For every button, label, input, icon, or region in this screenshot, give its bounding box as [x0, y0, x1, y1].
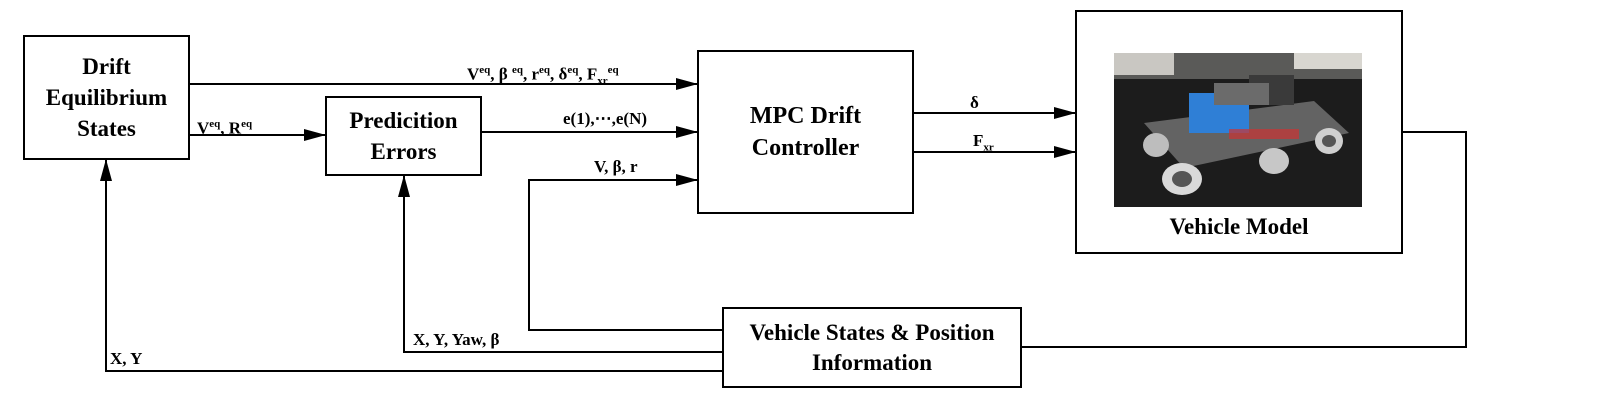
- line-vehicle-to-states: [1022, 131, 1467, 348]
- vehicle-photo: [1114, 53, 1362, 207]
- drift-block-line-3: States: [77, 116, 136, 141]
- vehicle-model-block: Vehicle Model: [1075, 10, 1403, 254]
- drift-equilibrium-states-block: Drift Equilibrium States: [23, 35, 190, 160]
- prediction-errors-block: Predicition Errors: [325, 96, 482, 176]
- drift-block-line-1: Drift: [82, 54, 131, 79]
- arrow-xy: [100, 159, 722, 372]
- label-force: Fxr: [973, 131, 994, 154]
- label-errors: e(1),⋯,e(N): [563, 109, 648, 128]
- drift-block-line-2: Equilibrium: [45, 85, 168, 110]
- label-xy: X, Y: [110, 349, 143, 368]
- mpc-block-line-1: MPC Drift: [749, 103, 862, 129]
- mpc-drift-controller-block: MPC Drift Controller: [697, 50, 914, 214]
- mpc-block-line-2: Controller: [751, 135, 860, 161]
- label-eq-states: Veq, β eq, req, δeq, Fxreq: [467, 64, 619, 88]
- pred-block-line-2: Errors: [370, 139, 437, 164]
- vs-block-line-2: Information: [811, 349, 933, 375]
- arrow-states-feedback: [528, 174, 722, 331]
- label-delta: δ: [970, 93, 979, 112]
- vs-block-line-1: Vehicle States & Position: [749, 319, 995, 345]
- vehicle-states-block: Vehicle States & Position Information: [722, 307, 1022, 388]
- label-xy-yaw-beta: X, Y, Yaw, β: [413, 330, 500, 349]
- label-eq-to-pred: Veq, Req: [197, 118, 253, 138]
- pred-block-line-1: Predicition: [349, 108, 458, 133]
- arrow-xy-yaw-beta: [398, 175, 722, 353]
- label-states-feedback: V, β, r: [594, 157, 638, 176]
- vehicle-model-label: Vehicle Model: [1169, 214, 1309, 239]
